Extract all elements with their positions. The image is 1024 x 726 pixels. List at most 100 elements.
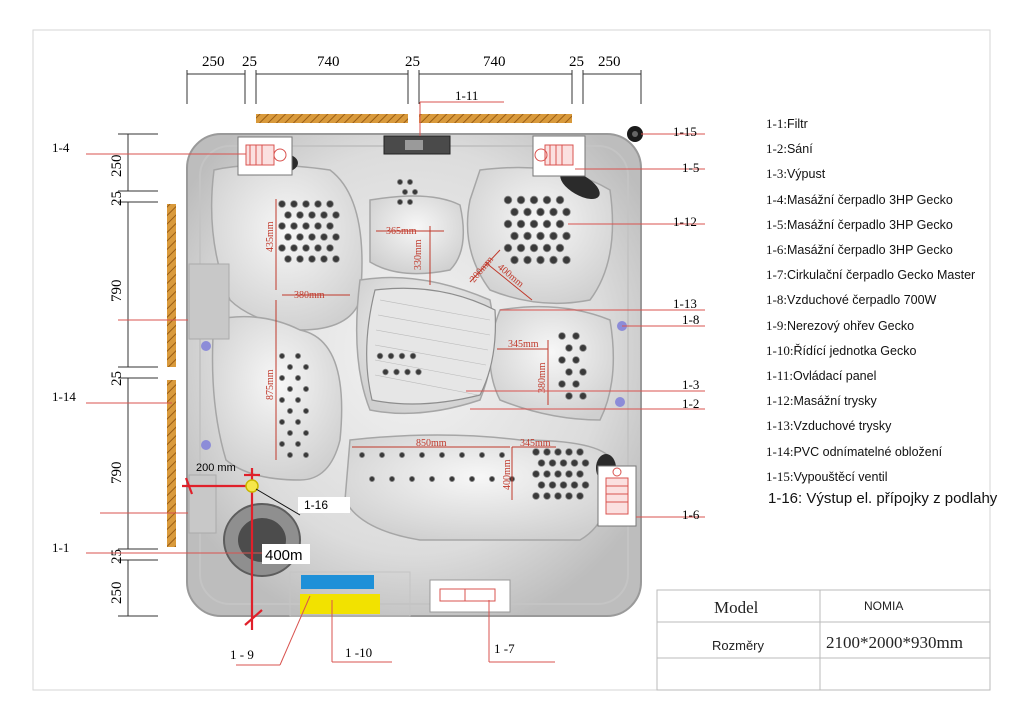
dim-top-6: 25 xyxy=(569,54,584,70)
control-unit-mount xyxy=(289,571,411,617)
jet xyxy=(314,200,322,208)
jet xyxy=(396,198,403,205)
dim-top-7: 250 xyxy=(598,54,621,70)
legend-item-text: Výpust xyxy=(786,167,826,182)
inner-dimension-lines xyxy=(275,199,556,500)
legend-item: 1-11:Ovládací panel xyxy=(766,368,876,384)
legend-item: 1-12:Masážní trysky xyxy=(766,393,877,409)
callout-1-3: 1-3 xyxy=(682,377,699,392)
dim-left-3: 790 xyxy=(109,280,125,303)
pillow-top-right xyxy=(560,171,600,199)
outlet-leader xyxy=(255,488,301,516)
legend-item-id: 1-11: xyxy=(766,368,793,383)
jet xyxy=(302,222,310,230)
legend-item: 1-14:PVC odnímatelné obložení xyxy=(766,444,942,460)
jet xyxy=(284,211,292,219)
jet xyxy=(332,211,340,219)
legend-item-id: 1-12: xyxy=(766,393,794,409)
legend-item-id: 1-14: xyxy=(766,443,794,459)
legend-item-text: PVC odnímatelné obložení xyxy=(793,444,943,459)
jet xyxy=(565,392,573,400)
pvc-panel-top-left xyxy=(256,114,408,123)
jet xyxy=(286,385,293,392)
jet xyxy=(558,380,566,388)
jet xyxy=(278,244,286,252)
ann-400-box xyxy=(262,544,310,564)
annotation-200mm: 200 mm xyxy=(196,462,236,474)
jet xyxy=(468,475,475,482)
legend-item-text: Masážní čerpadlo 3HP Gecko xyxy=(786,217,953,232)
jet xyxy=(503,243,513,253)
jet xyxy=(286,451,293,458)
jet xyxy=(529,219,539,229)
dim-left-5: 790 xyxy=(109,462,125,485)
jet xyxy=(302,451,309,458)
jet xyxy=(581,459,590,467)
jet xyxy=(510,255,519,265)
pvc-panel-left-lower xyxy=(167,380,176,547)
dim-left-2: 25 xyxy=(109,191,125,206)
jet xyxy=(576,448,584,456)
legend-item: 1-3:Výpust xyxy=(766,166,825,182)
legend-item-text: Masážní čerpadlo 3HP Gecko xyxy=(786,192,953,207)
callout-1-13: 1-13 xyxy=(673,296,697,311)
jet xyxy=(532,448,540,456)
dim-435: 435mm xyxy=(265,221,276,252)
jet xyxy=(543,492,551,500)
callout-1-10: 1 -10 xyxy=(345,645,372,660)
jet xyxy=(559,481,568,489)
callout-1-7: 1 -7 xyxy=(494,641,515,656)
jet xyxy=(409,352,417,360)
callout-1-8: 1-8 xyxy=(682,312,699,327)
jet xyxy=(314,244,322,252)
jet xyxy=(286,429,293,436)
legend-item-text: Vzduchové čerpadlo 700W xyxy=(786,293,937,308)
jet xyxy=(498,451,505,458)
jet xyxy=(302,429,309,436)
circulation-pump-outline xyxy=(429,579,511,613)
jet xyxy=(296,255,304,263)
jet xyxy=(458,451,465,458)
jet xyxy=(565,344,573,352)
legend-item: 1-8:Vzduchové čerpadlo 700W xyxy=(766,292,936,308)
dim-875: 875mm xyxy=(265,369,276,400)
jet xyxy=(302,244,310,252)
jet xyxy=(302,385,309,392)
jet xyxy=(294,374,301,381)
legend-item-id: 1-4: xyxy=(766,191,787,207)
jet xyxy=(570,459,579,467)
jet xyxy=(428,475,435,482)
outlet-marker-lines xyxy=(182,468,263,630)
pvc-panel-top-right xyxy=(419,114,572,123)
legend-item-id: 1-15: xyxy=(766,468,794,484)
legend-item: 1-7:Cirkulační čerpadlo Gecko Master xyxy=(766,267,975,283)
jet xyxy=(290,200,298,208)
jet xyxy=(296,233,304,241)
dim-380-b: 380mm xyxy=(537,362,548,393)
jet xyxy=(382,368,389,376)
jet xyxy=(408,475,415,482)
pump-1-5 xyxy=(532,135,586,177)
jet xyxy=(398,352,406,360)
jet xyxy=(558,356,566,364)
jet xyxy=(278,374,285,381)
callout-1-5: 1-5 xyxy=(682,160,699,175)
jet xyxy=(302,200,310,208)
jet xyxy=(448,475,455,482)
jet xyxy=(536,231,545,241)
jet xyxy=(537,481,546,489)
jet xyxy=(581,481,590,489)
top-dimension-lines xyxy=(186,70,642,104)
drain-valve-cap xyxy=(632,131,638,137)
jet xyxy=(320,255,328,263)
jet xyxy=(559,459,568,467)
jet xyxy=(406,198,413,205)
jet xyxy=(376,352,384,360)
jet xyxy=(503,195,513,205)
legend-item-1-16: 1-16: Výstup el. přípojky z podlahy xyxy=(768,490,998,507)
callout-1-2: 1-2 xyxy=(682,396,699,411)
jet xyxy=(302,363,309,370)
legend-item: 1-6:Masážní čerpadlo 3HP Gecko xyxy=(766,242,953,258)
air-control-left-2 xyxy=(201,440,211,450)
